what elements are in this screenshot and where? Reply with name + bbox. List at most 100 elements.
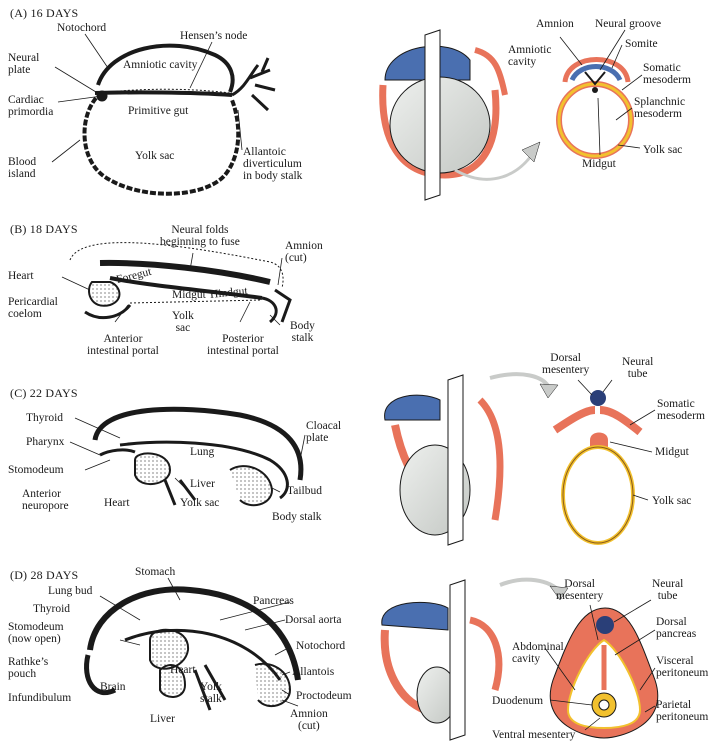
panel-a-title: (A) 16 DAYS <box>10 6 79 20</box>
heart-c <box>134 452 172 485</box>
stalk-c <box>163 479 197 506</box>
label-cardiac-primordia: Cardiac primordia <box>8 94 54 118</box>
label-yolk-sac-a-r: Yolk sac <box>643 144 683 156</box>
label-neural-folds: Neural folds beginning to fuse <box>160 224 240 248</box>
label-parietal-peritoneum: Parietal peritoneum <box>656 699 709 723</box>
label-neural-plate: Neural plate <box>8 52 40 76</box>
allantoic-branch <box>249 57 276 112</box>
label-cloacal-plate: Cloacal plate <box>306 420 342 444</box>
embryonic-disc <box>94 90 233 97</box>
neural-tube-d-dot <box>596 616 614 634</box>
label-body-stalk-c: Body stalk <box>272 511 322 523</box>
label-dorsal-pancreas: Dorsal pancreas <box>656 616 697 640</box>
panel-a-3d <box>379 29 541 201</box>
label-yolk-sac-c: Yolk sac <box>180 497 220 509</box>
stalk-d <box>193 664 227 711</box>
label-neural-groove: Neural groove <box>595 18 662 30</box>
label-heart-c: Heart <box>104 497 130 509</box>
yolk-sac-outline <box>82 96 241 196</box>
arrow-head-a <box>521 141 541 163</box>
label-yolk-sac-b: Yolk sac <box>172 310 194 334</box>
label-dorsal-mesentery-d: Dorsal mesentery <box>556 578 604 602</box>
neural-tube-d <box>87 586 301 681</box>
label-midgut-c: Midgut <box>655 446 689 458</box>
section-plane-c <box>447 374 464 546</box>
primitive-gut-dotted <box>99 88 231 94</box>
label-pericardial-coelom: Pericardial coelom <box>8 296 58 320</box>
ecto-c <box>384 394 441 421</box>
amnion-b <box>69 242 284 289</box>
notochord-a <box>592 87 598 93</box>
amniotic-sac-outline <box>96 43 235 93</box>
neural-tube-c-dot <box>590 390 606 406</box>
label-proctodeum: Proctodeum <box>296 690 352 702</box>
panel-d-section <box>549 607 659 739</box>
label-tailbud: Tailbud <box>287 485 322 497</box>
meso-d <box>380 629 427 714</box>
label-liver-d: Liver <box>150 713 175 725</box>
label-ventral-mesentery: Ventral mesentery <box>492 729 576 741</box>
section-plane-d <box>449 579 466 741</box>
neural-tube-b <box>99 259 271 285</box>
label-amniotic-cavity-r: Amniotic cavity <box>508 44 552 68</box>
label-lung-bud: Lung bud <box>48 585 93 597</box>
arrow-head-c <box>539 383 559 399</box>
heart-d <box>149 628 190 670</box>
allantoic-stalk <box>231 64 260 97</box>
meso-right-d <box>469 616 503 691</box>
somatic-left-c <box>552 406 596 434</box>
mesoderm-a <box>379 84 500 179</box>
label-heart-d: Heart <box>170 664 196 676</box>
panel-a-sagittal <box>82 43 276 196</box>
label-abdominal-cavity: Abdominal cavity <box>512 641 564 665</box>
label-amniotic-cavity: Amniotic cavity <box>123 59 198 71</box>
label-thyroid-d: Thyroid <box>33 603 71 615</box>
tail-d <box>254 662 292 708</box>
label-brain: Brain <box>100 681 126 693</box>
label-stomach: Stomach <box>135 566 176 578</box>
arrow-d <box>499 577 562 594</box>
meso-right-c <box>477 397 504 521</box>
label-heart-b: Heart <box>8 270 34 282</box>
gut-b <box>109 276 263 300</box>
label-allantois: Allantois <box>292 666 335 678</box>
label-pharynx: Pharynx <box>26 436 65 448</box>
label-neural-tube-c: Neural tube <box>622 356 654 380</box>
label-liver-c: Liver <box>190 478 215 490</box>
label-posterior-portal: Posterior intestinal portal <box>207 333 279 357</box>
label-notochord: Notochord <box>57 22 107 34</box>
label-stomodeum-c: Stomodeum <box>8 464 64 476</box>
gut-c <box>119 440 289 500</box>
label-allantoic-diverticulum: Allantoic diverticulum in body stalk <box>243 146 303 182</box>
label-somatic-mesoderm-a: Somatic mesoderm <box>643 62 691 86</box>
label-rathkes-pouch: Rathke’s pouch <box>8 656 49 680</box>
label-splanchnic-mesoderm: Splanchnic mesoderm <box>634 96 686 120</box>
label-primitive-gut: Primitive gut <box>128 105 189 117</box>
label-pancreas: Pancreas <box>253 595 294 607</box>
neural-tube-c <box>92 406 304 481</box>
label-dorsal-aorta: Dorsal aorta <box>285 614 342 626</box>
brain-d <box>84 654 117 695</box>
pharynx-c <box>99 448 136 457</box>
panel-b-title: (B) 18 DAYS <box>10 222 78 236</box>
panel-d-3d <box>380 577 569 741</box>
label-anterior-neuropore: Anterior neuropore <box>22 488 69 512</box>
tail-b <box>261 288 292 324</box>
label-notochord-d: Notochord <box>296 640 346 652</box>
panel-b-sagittal <box>69 242 292 324</box>
label-somite: Somite <box>625 38 658 50</box>
panel-c-title: (C) 22 DAYS <box>10 386 78 400</box>
panel-c-3d <box>384 372 559 546</box>
label-visceral-peritoneum: Visceral peritoneum <box>656 655 709 679</box>
label-body-stalk-b: Body stalk <box>290 320 315 344</box>
label-duodenum: Duodenum <box>492 695 544 707</box>
leader-lines <box>51 29 656 731</box>
heart-b <box>88 281 121 307</box>
ecto-d <box>381 601 449 631</box>
arrow-c <box>489 372 552 391</box>
mesoderm-right-a <box>474 47 508 96</box>
label-yolk-stalk: Yolk stalk <box>200 681 222 705</box>
neural-groove-a <box>584 71 606 86</box>
label-blood-island: Blood island <box>8 156 37 180</box>
